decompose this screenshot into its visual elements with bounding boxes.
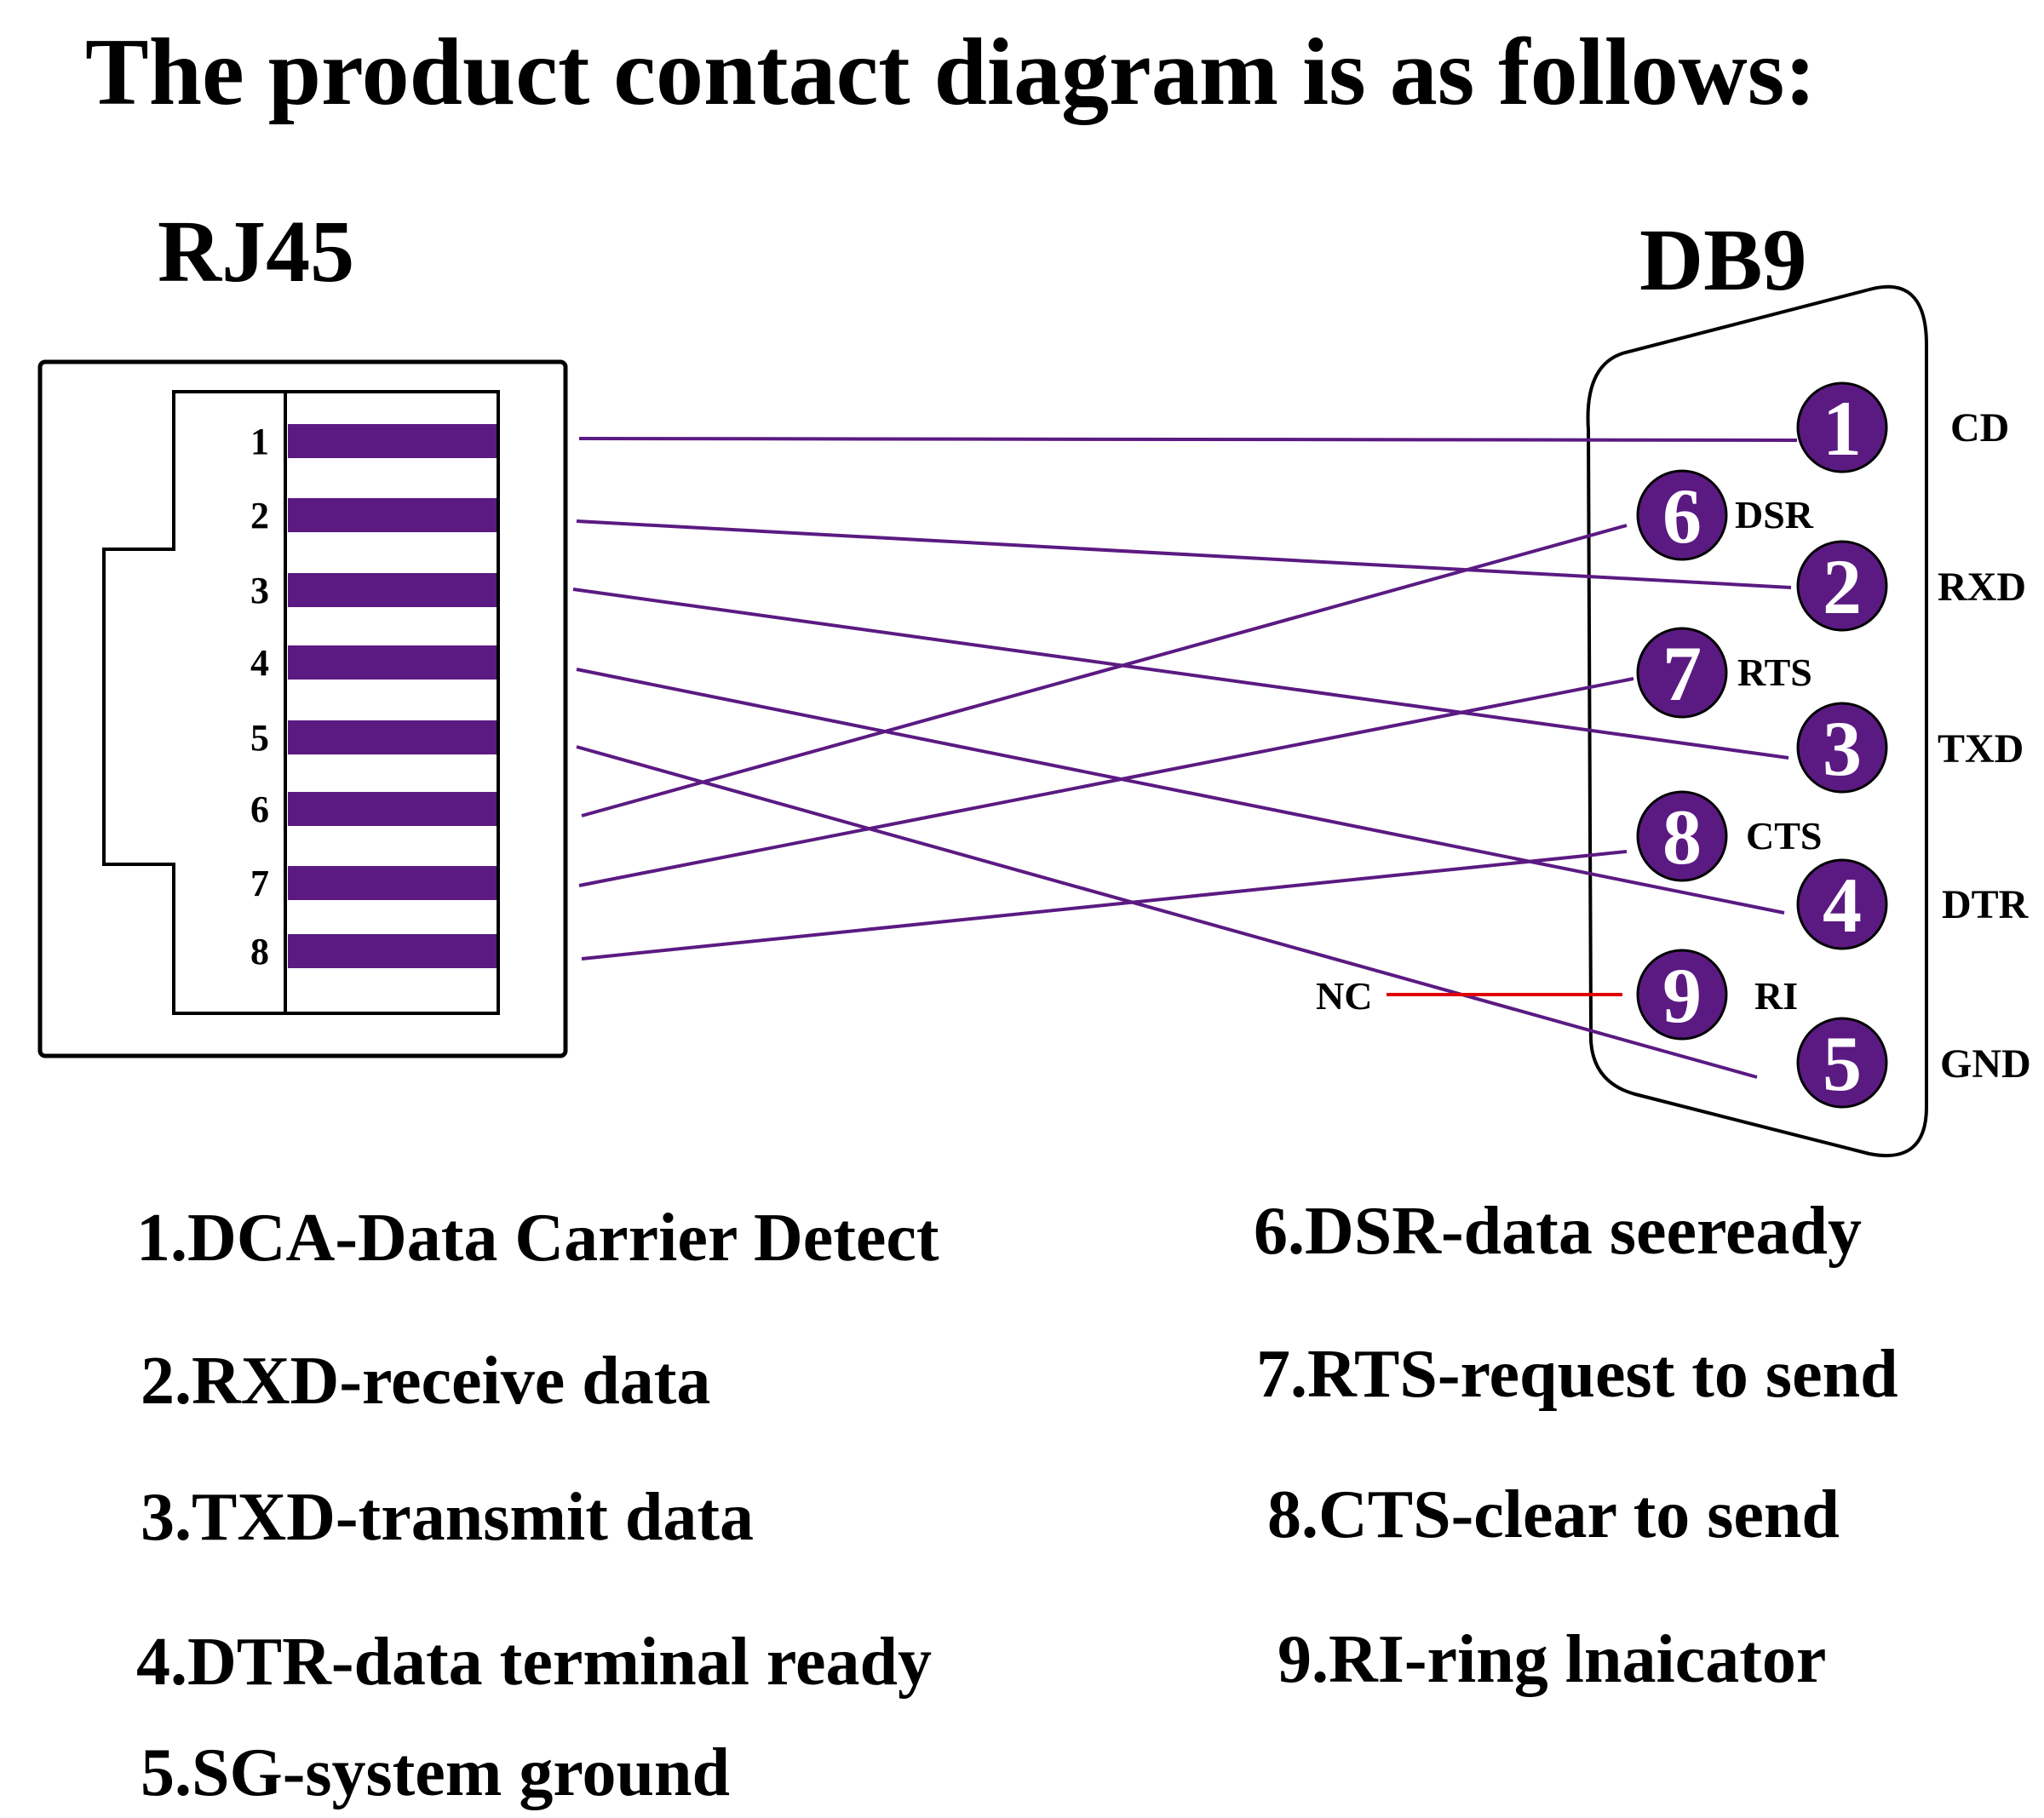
legend-item-2: 2.RXD-receive data — [141, 1344, 710, 1419]
legend: 1.DCA-Data Carrier Detect 2.RXD-receive … — [136, 1194, 1898, 1810]
rj45-contact-5 — [288, 720, 497, 754]
db9-signal-label-ri: RI — [1754, 974, 1798, 1018]
rj45-contact-6 — [288, 792, 497, 826]
db9-pin-number-4: 4 — [1823, 862, 1862, 949]
db9-signal-label-rxd: RXD — [1938, 565, 2026, 610]
wire-rj45-2-to-db9-2 — [576, 519, 1792, 589]
rj45-outer-frame — [37, 359, 568, 1058]
db9-pin-number-3: 3 — [1823, 705, 1862, 792]
wire-rj45-8-to-db9-8 — [581, 850, 1628, 961]
db9-signal-label-rts: RTS — [1737, 651, 1812, 694]
rj45-pin-number-6: 6 — [250, 789, 269, 830]
rj45-contact-3 — [288, 573, 497, 607]
page-title: The product contact diagram is as follow… — [85, 20, 1817, 125]
db9-pin-9 — [1636, 949, 1728, 1041]
legend-item-9: 9.RI-ring lnaicator — [1278, 1622, 1826, 1697]
db9-signal-label-cts: CTS — [1746, 814, 1822, 857]
db9-pin-8 — [1636, 790, 1728, 882]
db9-title: DB9 — [1639, 211, 1806, 309]
legend-item-6: 6.DSR-data seeready — [1254, 1194, 1862, 1269]
db9-pin-number-9: 9 — [1662, 952, 1702, 1039]
rj45-pin-number-2: 2 — [250, 495, 269, 536]
db9-pin-7 — [1636, 627, 1728, 719]
rj45-title: RJ45 — [158, 203, 354, 301]
rj45-pins: 1 2 3 4 5 6 7 8 — [250, 421, 497, 972]
legend-item-3: 3.TXD-transmit data — [141, 1480, 754, 1555]
db9-pin-1 — [1796, 381, 1888, 473]
rj45-pin-number-1: 1 — [250, 421, 269, 462]
db9-pin-3 — [1796, 702, 1888, 794]
db9-signal-label-dsr: DSR — [1735, 493, 1814, 536]
rj45-plug-outline — [102, 390, 500, 1015]
wire-rj45-1-to-db9-1 — [578, 437, 1798, 442]
wire-rj45-5-to-db9-5 — [576, 745, 1758, 1079]
db9-pin-number-1: 1 — [1823, 385, 1862, 472]
db9-pin-2 — [1796, 540, 1888, 632]
rj45-connector: 1 2 3 4 5 6 7 8 — [37, 359, 568, 1058]
db9-signal-label-cd: CD — [1950, 405, 2009, 450]
wire-rj45-7-to-db9-7 — [578, 677, 1634, 887]
db9-pin-number-2: 2 — [1823, 543, 1862, 630]
db9-pin-number-5: 5 — [1823, 1020, 1862, 1107]
db9-pins: 1 CD 2 RXD 3 TXD 4 DTR 5 GND 6 DSR 7 RTS 8 CTS 9 RI — [1636, 381, 2031, 1109]
rj45-contact-7 — [288, 866, 497, 900]
rj45-contact-4 — [288, 645, 497, 680]
legend-item-7: 7.RTS-request to send — [1256, 1337, 1898, 1412]
rj45-pin-number-4: 4 — [250, 642, 269, 684]
db9-connector-shell — [1586, 284, 1928, 1158]
wire-rj45-4-to-db9-4 — [576, 668, 1785, 915]
nc-label: NC — [1316, 974, 1372, 1018]
wire-rj45-3-to-db9-3 — [572, 588, 1789, 760]
legend-item-4: 4.DTR-data terminal ready — [136, 1625, 932, 1700]
db9-signal-label-txd: TXD — [1938, 726, 2024, 771]
db9-pin-5 — [1796, 1017, 1888, 1109]
rj45-contact-2 — [288, 498, 497, 532]
wires — [572, 437, 1798, 1079]
rj45-pin-number-3: 3 — [250, 570, 269, 611]
wire-rj45-6-to-db9-6 — [581, 524, 1628, 817]
db9-pin-number-8: 8 — [1662, 794, 1702, 880]
db9-pin-4 — [1796, 858, 1888, 950]
legend-item-8: 8.CTS-clear to send — [1267, 1477, 1840, 1552]
rj45-pin-number-7: 7 — [250, 863, 269, 904]
db9-pin-6 — [1636, 469, 1728, 561]
legend-item-5: 5.SG-system ground — [141, 1735, 730, 1810]
rj45-pin-number-5: 5 — [250, 717, 269, 759]
db9-pin-number-7: 7 — [1662, 630, 1702, 717]
db9-signal-label-dtr: DTR — [1942, 882, 2030, 927]
db9-signal-label-gnd: GND — [1940, 1041, 2031, 1087]
db9-pin-number-6: 6 — [1662, 473, 1702, 559]
legend-item-1: 1.DCA-Data Carrier Detect — [136, 1201, 939, 1276]
rj45-contact-1 — [288, 424, 497, 458]
rj45-pin-number-8: 8 — [250, 931, 269, 972]
rj45-contact-8 — [288, 934, 497, 968]
